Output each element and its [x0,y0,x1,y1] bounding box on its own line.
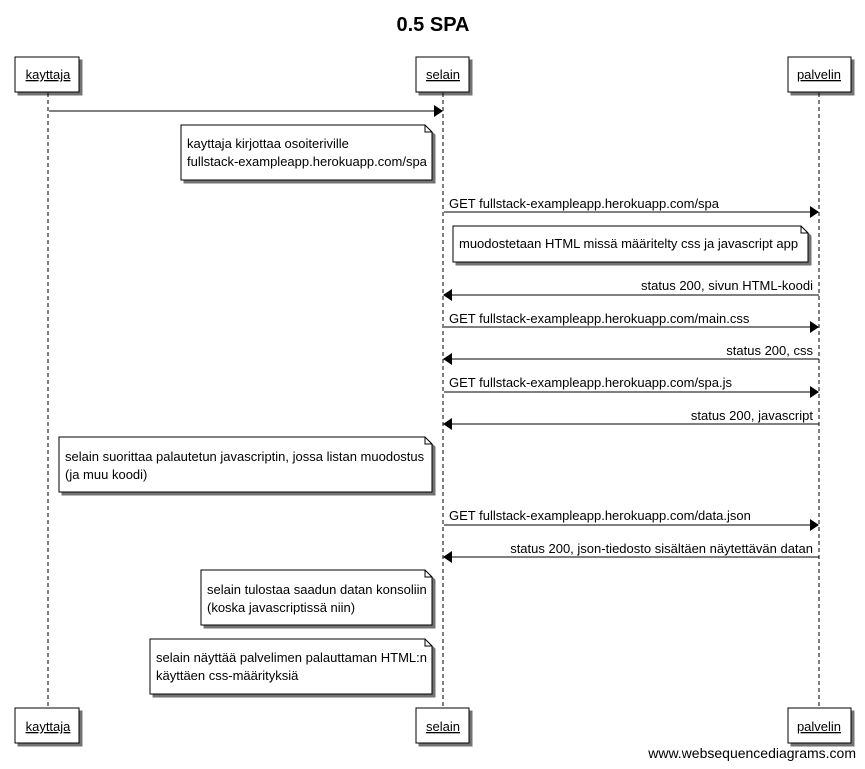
note-line: selain näyttää palvelimen palauttaman HT… [156,650,427,665]
message-arrow: status 200, javascript [443,408,819,430]
note-line: kayttaja kirjottaa osoiteriville [187,136,349,151]
message-label: GET fullstack-exampleapp.herokuapp.com/d… [449,508,751,523]
message-arrow: GET fullstack-exampleapp.herokuapp.com/d… [444,508,819,531]
note-line: muodostetaan HTML missä määritelty css j… [459,236,798,251]
message-label: GET fullstack-exampleapp.herokuapp.com/s… [449,375,733,390]
note-line: selain suorittaa palautetun javascriptin… [65,449,425,464]
note-line: käyttäen css-määrityksiä [156,668,299,683]
message-label: status 200, json-tiedosto sisältäen näyt… [510,541,813,556]
message-arrow: GET fullstack-exampleapp.herokuapp.com/m… [444,311,819,333]
participant-kayttaja-bottom: kayttaja [14,707,80,744]
note: selain näyttää palvelimen palauttaman HT… [149,638,433,695]
message-label: status 200, javascript [691,408,814,423]
participant-label: selain [426,719,460,734]
message-arrow: status 200, css [443,343,819,365]
participant-selain-top: selain [415,56,470,93]
message-label: GET fullstack-exampleapp.herokuapp.com/m… [449,311,750,326]
participant-label: palvelin [797,719,841,734]
participant-label: selain [426,67,460,82]
note-line: fullstack-exampleapp.herokuapp.com/spa [187,154,428,169]
note: muodostetaan HTML missä määritelty css j… [452,225,809,263]
message-arrow [49,105,443,117]
participant-label: kayttaja [26,719,72,734]
participant-selain-bottom: selain [415,707,470,744]
message-arrow: GET fullstack-exampleapp.herokuapp.com/s… [444,375,819,398]
participant-palvelin-top: palvelin [787,56,852,93]
note: kayttaja kirjottaa osoiteriville fullsta… [180,124,433,181]
note: selain tulostaa saadun datan konsoliin (… [200,569,433,626]
message-label: GET fullstack-exampleapp.herokuapp.com/s… [449,196,720,211]
participant-label: palvelin [797,67,841,82]
message-label: status 200, css [726,343,813,358]
watermark-text: www.websequencediagrams.com [647,745,856,761]
note: selain suorittaa palautetun javascriptin… [58,436,433,493]
message-arrow: status 200, sivun HTML-koodi [443,278,819,301]
participant-palvelin-bottom: palvelin [787,707,852,744]
message-label: status 200, sivun HTML-koodi [641,278,813,293]
message-arrow: GET fullstack-exampleapp.herokuapp.com/s… [444,196,819,218]
note-line: selain tulostaa saadun datan konsoliin [207,582,427,597]
participant-label: kayttaja [26,67,72,82]
participant-kayttaja-top: kayttaja [14,56,80,93]
message-arrow: status 200, json-tiedosto sisältäen näyt… [443,541,819,563]
diagram-title: 0.5 SPA [397,14,470,36]
note-line: (ja muu koodi) [65,467,147,482]
note-line: (koska javascriptissä niin) [207,600,355,615]
